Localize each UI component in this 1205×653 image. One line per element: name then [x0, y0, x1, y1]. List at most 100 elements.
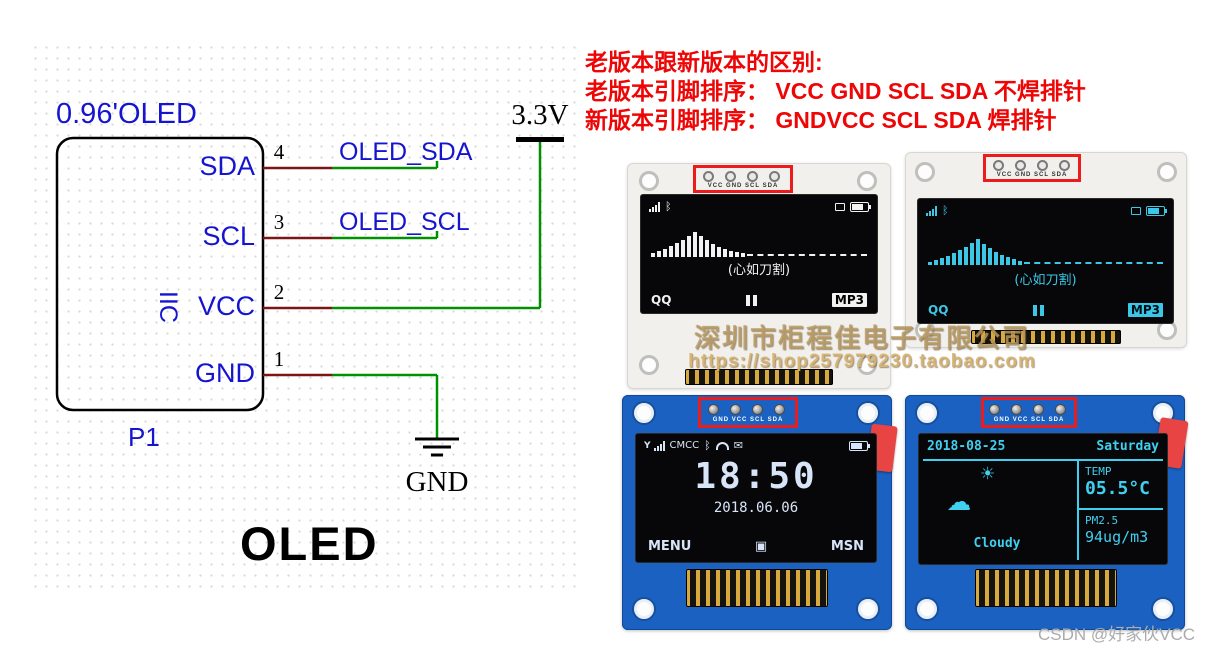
mounting-hole — [1153, 599, 1173, 619]
pin-header — [708, 404, 785, 415]
pin — [703, 171, 714, 182]
battery-icon — [850, 201, 871, 212]
pin — [774, 404, 785, 415]
screen-menu-bar: QQ MP3 — [928, 303, 1163, 317]
note-old-version: 老版本引脚排序： VCC GND SCL SDA 不焊排针 — [585, 78, 1086, 104]
signal-icon — [926, 205, 937, 216]
pm25-label: PM2.5 — [1085, 514, 1119, 527]
mounting-hole — [917, 599, 937, 619]
song-title: (心如刀割) — [727, 263, 791, 278]
pin-header-labels: GND VCC SCL SDA — [712, 417, 784, 423]
mounting-hole — [634, 403, 654, 423]
cloud-icon: ☁ — [947, 474, 972, 520]
weather-day: Saturday — [1096, 439, 1159, 454]
net-label-oled-scl: OLED_SCL — [339, 208, 470, 236]
pin-name-scl: SCL — [202, 221, 255, 251]
thumbnail-icon — [835, 202, 845, 211]
clock-time: 18:50 — [694, 456, 818, 497]
mounting-hole — [857, 355, 877, 375]
bluetooth-icon: ᛒ — [942, 204, 949, 217]
equalizer — [651, 221, 867, 257]
pause-icon — [746, 294, 758, 306]
mounting-hole — [639, 355, 659, 375]
pin — [747, 171, 758, 182]
pin — [993, 160, 1004, 171]
pin-number-4: 4 — [273, 140, 285, 164]
pm25-value: 94ug/m3 — [1085, 528, 1149, 546]
note-new-version: 新版本引脚排序： GNDVCC SCL SDA 焊排针 — [585, 107, 1057, 133]
battery-icon — [849, 440, 870, 451]
pin — [1033, 404, 1044, 415]
mounting-hole — [857, 171, 877, 191]
pin — [1059, 160, 1070, 171]
status-bar: Y CMCC ᛒ ✉ — [644, 439, 870, 452]
menu-center-icon: ▣ — [754, 539, 768, 554]
mounting-hole — [1157, 162, 1177, 182]
power-bar-symbol — [516, 137, 564, 142]
equalizer — [928, 227, 1163, 265]
pin — [708, 404, 719, 415]
pin — [725, 171, 736, 182]
edge-connector — [686, 569, 828, 607]
bus-label-iic: IIC — [154, 291, 182, 323]
pin-number-1: 1 — [273, 347, 285, 371]
carrier-label: CMCC — [669, 440, 700, 451]
app-mp3: MP3 — [831, 293, 867, 307]
clock-date: 2018.06.06 — [713, 500, 799, 516]
pin-header-labels: VCC GND SCL SDA — [707, 183, 779, 189]
divider — [923, 459, 1163, 461]
edge-connector — [975, 569, 1117, 607]
oled-module-new-clock: GND VCC SCL SDA Y CMCC ᛒ ✉ 18:50 2018.06… — [622, 395, 898, 630]
highlight-box — [698, 397, 798, 428]
pin-header-labels: VCC GND SCL SDA — [996, 172, 1068, 178]
net-label-oled-sda: OLED_SDA — [339, 138, 473, 166]
equalizer-baseline — [747, 254, 867, 256]
screen-menu-bar: QQ MP3 — [651, 293, 867, 307]
mounting-hole — [858, 403, 878, 423]
edge-connector — [971, 330, 1121, 344]
temp-label: TEMP — [1085, 465, 1112, 478]
oled-schematic: 0.96'OLED SDA SCL VCC GND 4 3 2 1 OLED_S… — [30, 42, 582, 590]
mounting-hole — [917, 403, 937, 423]
ref-designator: P1 — [128, 422, 160, 452]
pin-name-sda: SDA — [199, 151, 255, 181]
signal-icon — [649, 201, 660, 212]
pin — [1011, 404, 1022, 415]
app-qq: QQ — [651, 293, 672, 307]
mounting-hole — [639, 171, 659, 191]
highlight-box — [983, 154, 1081, 182]
equalizer-baseline — [1024, 262, 1163, 264]
mail-icon: ✉ — [733, 439, 743, 452]
app-qq: QQ — [928, 303, 949, 317]
oled-module-new-weather: GND VCC SCL SDA 2018-08-25 Saturday ☀ ☁ … — [905, 395, 1189, 630]
weather-icon: ☀ ☁ — [937, 462, 1037, 528]
battery-icon — [1146, 205, 1167, 216]
highlight-box — [981, 397, 1077, 428]
pin — [989, 404, 1000, 415]
note-title: 老版本跟新版本的区别: — [585, 49, 823, 75]
temp-value: 05.5°C — [1085, 478, 1151, 499]
version-notes: 老版本跟新版本的区别: 老版本引脚排序： VCC GND SCL SDA 不焊排… — [585, 48, 1200, 135]
ground-label: GND — [405, 466, 469, 498]
watermark-csdn: CSDN @好家伙VCC — [1037, 625, 1195, 644]
pin-number-3: 3 — [273, 210, 285, 234]
bluetooth-icon: ᛒ — [704, 439, 711, 452]
highlight-box — [693, 165, 793, 193]
antenna-icon: Y — [644, 440, 651, 451]
schematic-title: 0.96'OLED — [56, 98, 197, 130]
screen-menu-bar: MENU ▣ MSN — [648, 539, 864, 554]
ground-symbol — [415, 437, 459, 457]
menu-left: MENU — [648, 539, 692, 554]
menu-right: MSN — [830, 539, 864, 554]
thumbnail-icon — [1131, 206, 1141, 215]
weather-condition: Cloudy — [973, 536, 1021, 551]
pin-name-gnd: GND — [195, 358, 255, 388]
signal-icon — [653, 440, 665, 451]
status-bar: ᛒ — [926, 204, 1167, 217]
wifi-icon — [715, 441, 729, 450]
oled-module-old-white: VCC GND SCL SDA ᛒ (心如刀割) QQ MP3 — [627, 163, 891, 389]
app-mp3: MP3 — [1127, 303, 1163, 317]
weather-header: 2018-08-25 Saturday — [927, 439, 1159, 454]
mounting-hole — [858, 599, 878, 619]
power-label: 3.3V — [511, 99, 569, 131]
